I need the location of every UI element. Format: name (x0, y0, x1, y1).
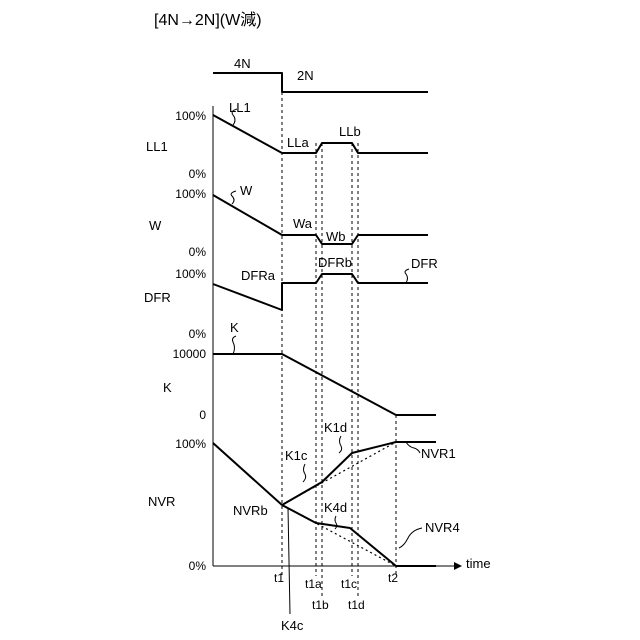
marker-k4c (288, 508, 290, 614)
w-row: W 100% 0% W Wa Wb (149, 183, 428, 259)
time-axis-label: time (466, 556, 491, 571)
w-max-tick: 100% (175, 187, 206, 201)
dfr-level-a: DFRa (241, 268, 276, 283)
mode-after-label: 2N (297, 68, 314, 83)
ll1-row: LL1 100% 0% LL1 LLa LLb (146, 100, 428, 181)
k1d-label: K1d (324, 420, 347, 435)
w-min-tick: 0% (189, 245, 207, 259)
w-level-b: Wb (326, 229, 346, 244)
ll1-max-tick: 100% (175, 109, 206, 123)
k4d-callout (335, 516, 337, 529)
nvr-min-tick: 0% (189, 559, 207, 573)
nvr-row-name: NVR (148, 494, 175, 509)
k4d-label: K4d (324, 500, 347, 515)
k-min-tick: 0 (199, 408, 206, 422)
k1c-label: K1c (285, 448, 308, 463)
dfr-min-tick: 0% (189, 327, 207, 341)
k1d-callout (339, 436, 342, 453)
w-level-a: Wa (293, 216, 313, 231)
tick-t1d: t1d (348, 598, 365, 612)
w-signal (213, 195, 428, 244)
tick-t1c: t1c (341, 577, 357, 591)
tick-t1: t1 (274, 571, 284, 585)
w-curve-label: W (240, 183, 253, 198)
w-row-name: W (149, 218, 162, 233)
nvr4-signal (282, 505, 436, 566)
k-signal (213, 354, 436, 415)
mode-row: 4N 2N (213, 56, 428, 92)
ll1-signal (213, 115, 428, 153)
k-curve-label: K (230, 320, 239, 335)
tick-t2: t2 (388, 571, 398, 585)
nvr-point-b-label: NVRb (233, 503, 268, 518)
nvr4-callout (399, 528, 422, 548)
dfr-callout (405, 269, 409, 283)
ll1-curve-label: LL1 (229, 100, 251, 115)
ll1-level-b: LLb (339, 124, 361, 139)
k4c-label: K4c (281, 618, 304, 633)
w-callout (231, 191, 236, 204)
k1c-callout (303, 464, 306, 482)
dfr-max-tick: 100% (175, 267, 206, 281)
dfr-row: DFR 100% 0% DFRa DFRb DFR (144, 255, 438, 341)
dfr-row-name: DFR (144, 290, 171, 305)
dfr-level-b: DFRb (318, 255, 352, 270)
diagram-title: [4N→2N](W減) (154, 11, 262, 29)
k-callout (232, 336, 236, 354)
mode-before-label: 4N (234, 56, 251, 71)
ll1-row-name: LL1 (146, 139, 168, 154)
time-axis-arrow-icon (454, 562, 462, 570)
nvr-main-signal (213, 443, 282, 505)
nvr-max-tick: 100% (175, 437, 206, 451)
nvr4-label: NVR4 (425, 520, 460, 535)
nvr1-callout (406, 442, 420, 453)
ll1-level-a: LLa (287, 135, 309, 150)
ll1-min-tick: 0% (189, 167, 207, 181)
tick-t1a: t1a (305, 577, 322, 591)
nvr-row: NVR 100% 0% NVRb K1c K1d NVR1 K4d NVR4 (148, 420, 460, 573)
mode-signal (213, 73, 428, 92)
time-axis: time t1 t1a t1b t1c t1d t2 K4c (213, 556, 491, 633)
k-row-name: K (163, 380, 172, 395)
time-marker-lines (282, 92, 396, 614)
nvr1-label: NVR1 (421, 446, 456, 461)
tick-t1b: t1b (312, 598, 329, 612)
dfr-curve-label: DFR (411, 256, 438, 271)
k-max-tick: 10000 (173, 347, 207, 361)
